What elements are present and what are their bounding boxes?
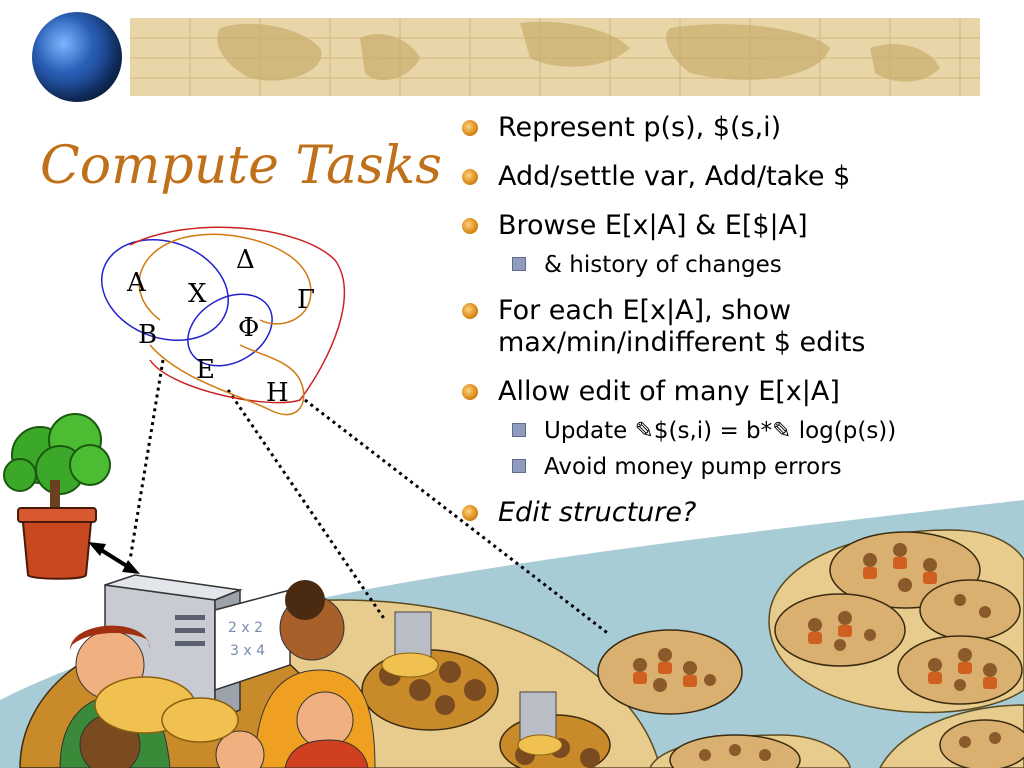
whiteboard: 2 x 2 3 x 4 [214, 589, 291, 692]
orange-ellipse [138, 233, 312, 325]
blue-ellipse [101, 238, 229, 342]
variable-diagram [101, 226, 345, 416]
diagram-label: Φ [238, 313, 259, 343]
sub-bullet-item: Avoid money pump errors [462, 451, 1002, 483]
sub-bullet-icon [512, 459, 526, 473]
bullet-icon [462, 505, 478, 521]
diagram-label: A [126, 268, 147, 298]
server-icon [394, 611, 557, 741]
whiteboard-line: 2 x 2 [228, 620, 263, 636]
diagram-labels: A X Δ Γ B Φ E H [126, 245, 315, 408]
sub-bullet-icon [512, 257, 526, 271]
globe-icon [32, 12, 122, 102]
diagram-label: H [266, 378, 289, 408]
diagram-label: X [188, 279, 207, 309]
diagram-label: B [138, 320, 157, 350]
bullet-item: Allow edit of many E[x|A] [462, 376, 1002, 408]
red-ellipse [129, 226, 345, 404]
bullet-item: Browse E[x|A] & E[$|A] [462, 210, 1002, 242]
diagram-label: Δ [236, 245, 255, 275]
people-figures-mid [379, 661, 600, 768]
bullet-list: Represent p(s), $(s,i) Add/settle var, A… [462, 112, 1002, 546]
bullet-item: Add/settle var, Add/take $ [462, 161, 1002, 193]
sub-bullet-icon [512, 423, 526, 437]
people-figures [633, 543, 1001, 761]
map-grid [130, 18, 980, 96]
bullet-icon [462, 169, 478, 185]
diagram-label: E [196, 355, 215, 385]
world-map-banner [130, 18, 980, 96]
bullet-item: Edit structure? [462, 497, 1002, 529]
sub-bullet-item: & history of changes [462, 249, 1002, 281]
speech-bubble-icon [94, 652, 563, 756]
tree-icon [3, 413, 111, 580]
double-arrow-icon [88, 542, 140, 574]
bullet-item: Represent p(s), $(s,i) [462, 112, 1002, 144]
bullet-icon [462, 384, 478, 400]
slide-title: Compute Tasks [40, 136, 442, 196]
bullet-icon [462, 218, 478, 234]
diagram-label: Γ [297, 285, 315, 315]
orange-ellipse [149, 344, 305, 416]
bullet-item: For each E[x|A], show max/min/indifferen… [462, 295, 1002, 359]
bullet-icon [462, 303, 478, 319]
bullet-icon [462, 120, 478, 136]
sub-bullet-item: Update ✎$(s,i) = b*✎ log(p(s)) [462, 415, 1002, 447]
whiteboard-line: 3 x 4 [230, 643, 265, 659]
blue-ellipse [187, 293, 273, 367]
connector-lines [128, 359, 611, 637]
